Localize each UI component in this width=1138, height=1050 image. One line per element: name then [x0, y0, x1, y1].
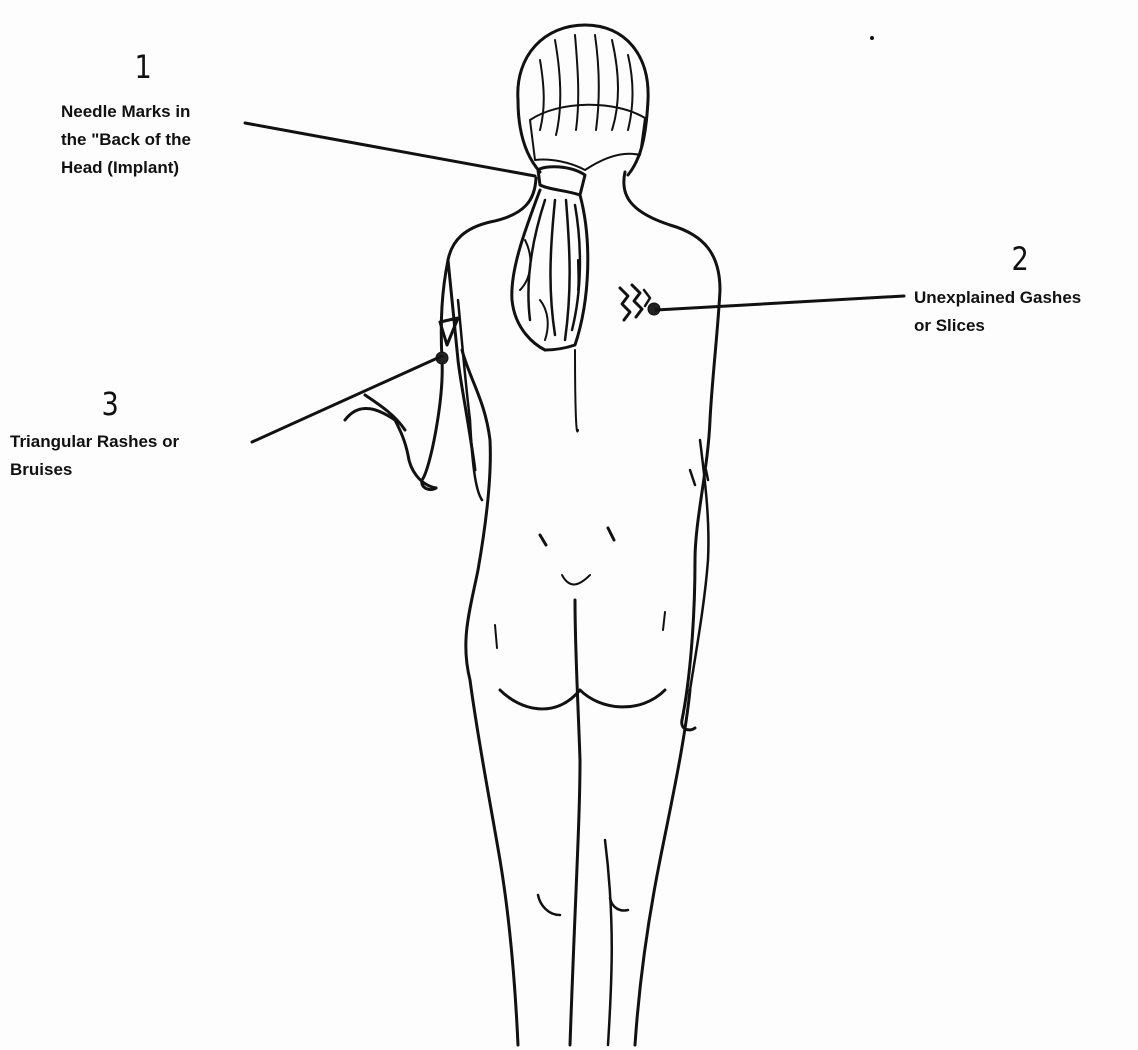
ponytail [512, 167, 588, 350]
leader-line-1 [245, 123, 535, 176]
leader-line-3 [252, 356, 442, 442]
leader-line-2 [656, 296, 904, 310]
gash-marks [620, 285, 650, 320]
annotation-label-1: Needle Marks in the "Back of the Head (I… [61, 98, 191, 182]
annotation-number-2: 2 [1012, 240, 1029, 278]
annotation-number-3: 3 [102, 385, 119, 423]
speck [870, 36, 874, 40]
annotation-label-2: Unexplained Gashes or Slices [914, 284, 1081, 340]
body-outline [345, 172, 720, 1045]
hair [518, 25, 648, 175]
annotation-label-3: Triangular Rashes or Bruises [10, 428, 179, 484]
annotation-number-1: 1 [135, 48, 152, 86]
